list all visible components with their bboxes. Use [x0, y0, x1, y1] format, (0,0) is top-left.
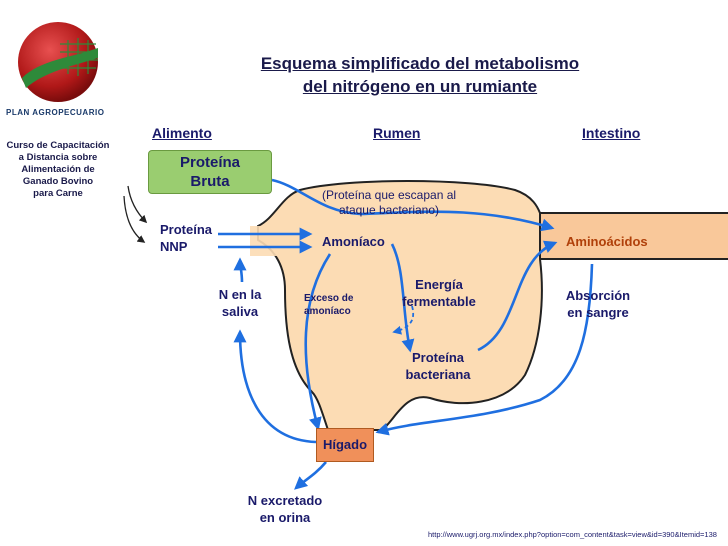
proteina-bruta-box: Proteína Bruta — [148, 150, 272, 194]
course-caption: Curso de Capacitación a Distancia sobre … — [6, 140, 110, 199]
dashed-recycle-arrow — [392, 305, 415, 335]
header-intestino: Intestino — [582, 125, 641, 141]
title-line-2: del nitrógeno en un rumiante — [302, 77, 538, 96]
exceso-amoniaco-label: Exceso de amoníaco — [304, 293, 354, 317]
rumen-shape — [257, 180, 543, 431]
proteina-escape-label: (Proteína que escapan al ataque bacteria… — [321, 188, 457, 217]
arrow-bruta-to-nnp-2 — [123, 195, 146, 243]
proteina-bacteriana-label: Proteína bacteriana — [405, 350, 471, 382]
aminoacidos-label: Aminoácidos — [566, 234, 648, 249]
logo-emblem — [18, 22, 98, 102]
proteina-nnp-label: Proteína NNP — [160, 222, 213, 254]
n-saliva-label: N en la saliva — [218, 287, 262, 319]
header-rumen: Rumen — [373, 125, 421, 141]
intestine-shape — [538, 212, 728, 260]
higado-box: Hígado — [316, 428, 374, 462]
energia-fermentable-label: Energía fermentable — [402, 277, 476, 309]
header-alimento: Alimento — [152, 125, 212, 141]
esophagus-band — [250, 226, 310, 256]
logo-text: PLAN AGROPECUARIO — [6, 108, 105, 117]
flow-arrows — [218, 178, 594, 490]
title-line-1: Esquema simplificado del metabolismo — [260, 54, 580, 73]
amoniaco-label: Amoníaco — [322, 234, 385, 249]
page-title: Esquema simplificado del metabolismo del… — [200, 52, 640, 98]
arrow-bruta-to-nnp — [127, 185, 148, 224]
n-excretado-label: N excretado en orina — [247, 493, 323, 525]
source-url[interactable]: http://www.ugrj.org.mx/index.php?option=… — [428, 530, 717, 539]
absorcion-sangre-label: Absorción en sangre — [565, 288, 631, 320]
